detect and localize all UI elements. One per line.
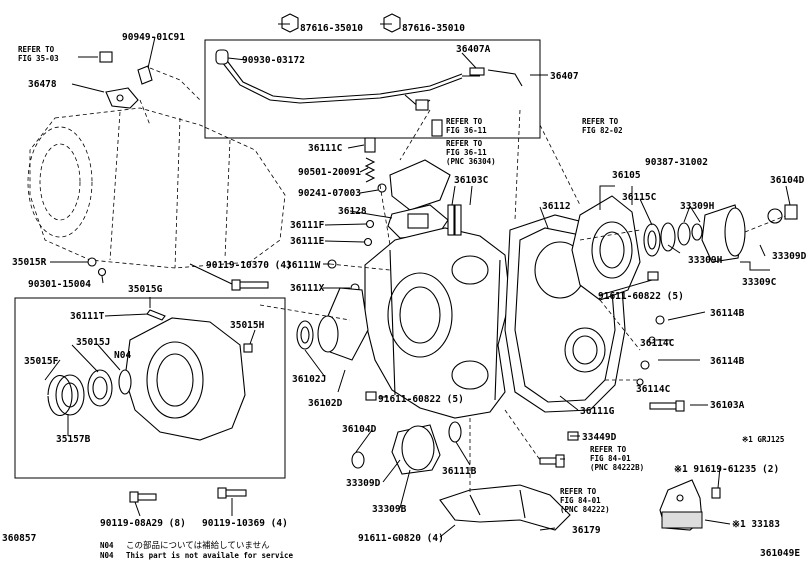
figure-code-left: 360857: [2, 533, 36, 544]
label-36112: 36112: [542, 201, 571, 212]
label-refer-3503-line2: FIG 35-03: [18, 54, 59, 63]
label-36111c: 36111C: [308, 143, 343, 154]
hose-clamps: [281, 13, 401, 33]
figure-code-right: 361049E: [760, 548, 800, 559]
label-36104d-bottom: 36104D: [342, 424, 377, 435]
label-33309c: 33309C: [742, 277, 777, 288]
label-note-grj125: ※1 GRJ125: [742, 435, 784, 444]
label-33309d-bottom: 33309D: [346, 478, 381, 489]
label-refer-8202-line1: REFER TO: [582, 117, 619, 126]
bolts: [87, 257, 721, 503]
label-36111f: 36111F: [290, 220, 325, 231]
label-refer-8401b-line2: FIG 84-01: [560, 496, 601, 505]
label-36111b: 36111B: [442, 466, 477, 477]
label-90501-20091: 90501-20091: [298, 167, 361, 178]
label-n04-part: N04: [114, 350, 131, 361]
label-35015r: 35015R: [12, 257, 47, 268]
label-36103a: 36103A: [710, 400, 745, 411]
label-refer-3503-line1: REFER TO: [18, 45, 55, 54]
label-90949-01c91: 90949-01C91: [122, 32, 185, 43]
transfer-case-housing: [364, 204, 511, 419]
oil-seal-36102: [296, 287, 369, 361]
label-35015h: 35015H: [230, 320, 265, 331]
label-36111t: 36111T: [70, 311, 105, 322]
footnote-en-code: N04: [100, 551, 114, 560]
label-refer-3611b-line3: (PNC 36304): [446, 157, 496, 166]
label-36105: 36105: [612, 170, 641, 181]
label-36111x: 36111X: [290, 283, 325, 294]
label-36111g: 36111G: [580, 406, 615, 417]
shift-detent-parts: [363, 119, 451, 247]
label-35015f: 35015F: [24, 356, 59, 367]
label-33309h-a: 33309H: [680, 201, 715, 212]
label-33309h-b: 33309H: [688, 255, 723, 266]
label-33309d-right: 33309D: [772, 251, 807, 262]
label-refer-8401a-line3: (PNC 84222B): [590, 463, 644, 472]
label-36114b-a: 36114B: [710, 308, 745, 319]
label-refer-8401b-line1: REFER TO: [560, 487, 597, 496]
bracket-36478: [99, 51, 153, 109]
label-36111w: 36111W: [286, 260, 321, 271]
label-36115c: 36115C: [622, 192, 657, 203]
footnote-en-text: This part is not availale for service: [126, 551, 294, 560]
label-36478: 36478: [28, 79, 57, 90]
label-refer-3611b-line1: REFER TO: [446, 139, 483, 148]
label-91611-60822-b: 91611-60822 (5): [378, 394, 464, 405]
assembly-dashed-lines: [139, 67, 786, 495]
label-36128: 36128: [338, 206, 367, 217]
extension-housing-group: [14, 297, 286, 479]
label-36114b-b: 36114B: [710, 356, 745, 367]
skid-bracket-36179: [439, 484, 571, 531]
label-87616-35010-b: 87616-35010: [402, 23, 465, 34]
label-36114c-a: 36114C: [640, 338, 675, 349]
label-87616-35010-a: 87616-35010: [300, 23, 363, 34]
label-33183: ※1 33183: [732, 519, 780, 530]
label-35015j: 35015J: [76, 337, 110, 348]
label-refer-3611a-line2: FIG 36-11: [446, 126, 487, 135]
label-36103c: 36103C: [454, 175, 489, 186]
footnote-jp-text: この部品については補給していません: [126, 540, 270, 551]
footnote-jp-code: N04: [100, 541, 114, 550]
label-refer-8401b-line3: (PNC 84222): [560, 505, 610, 514]
label-33449d: 33449D: [582, 432, 617, 443]
label-91619-61235: ※1 91619-61235 (2): [674, 464, 779, 475]
label-36114c-b: 36114C: [636, 384, 671, 395]
label-refer-8202-line2: FIG 82-02: [582, 126, 623, 135]
label-refer-8401a-line1: REFER TO: [590, 445, 627, 454]
flange-33309B: [351, 421, 462, 475]
label-refer-8401a-line2: FIG 84-01: [590, 454, 631, 463]
label-36179: 36179: [572, 525, 601, 536]
label-36104d-top: 36104D: [770, 175, 805, 186]
label-91611-60822-a: 91611-60822 (5): [598, 291, 684, 302]
label-90119-10369: 90119-10369 (4): [202, 518, 288, 529]
mount-33183: [659, 479, 703, 531]
label-33309b: 33309B: [372, 504, 407, 515]
label-90301-15004: 90301-15004: [28, 279, 91, 290]
label-90119-10370: 90119-10370 (4): [206, 260, 292, 271]
leader-lines: [44, 23, 791, 538]
label-refer-3611a-line1: REFER TO: [446, 117, 483, 126]
label-36102d: 36102D: [308, 398, 343, 409]
label-refer-3611b-line2: FIG 36-11: [446, 148, 487, 157]
transmission-outline: [27, 107, 286, 269]
footer: 360857 N04 この部品については補給していません N04 This pa…: [2, 533, 800, 560]
label-36111e: 36111E: [290, 236, 325, 247]
label-36407a: 36407A: [456, 44, 491, 55]
part-labels: 90949-01C91 87616-35010 87616-35010 REFE…: [12, 23, 807, 544]
label-90930-03172: 90930-03172: [242, 55, 305, 66]
output-housing-36105: [571, 195, 798, 301]
label-90387-31002: 90387-31002: [645, 157, 708, 168]
label-91611-g0820: 91611-G0820 (4): [358, 533, 444, 544]
label-35157b: 35157B: [56, 434, 91, 445]
label-35015g: 35015G: [128, 284, 163, 295]
label-36102j: 36102J: [292, 374, 326, 385]
label-90241-07003: 90241-07003: [298, 188, 361, 199]
label-90119-08a29: 90119-08A29 (8): [100, 518, 186, 529]
label-36407: 36407: [550, 71, 579, 82]
